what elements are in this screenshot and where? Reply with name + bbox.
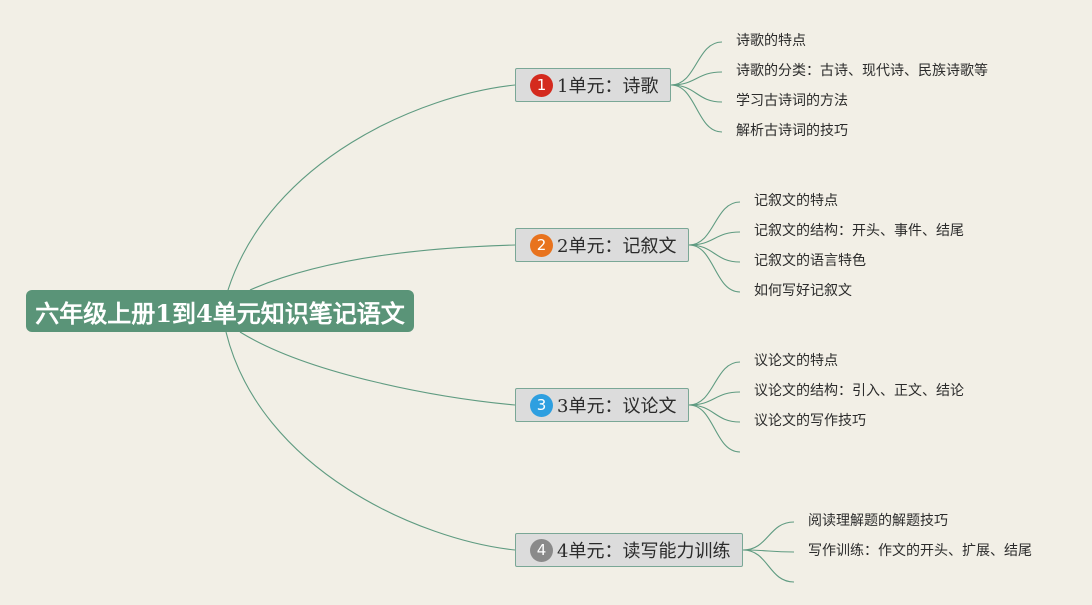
connector-unit-1-leaf-3 [670, 84, 723, 103]
connector-root-unit-2 [249, 244, 516, 291]
connector-unit-2-leaf-3 [688, 244, 741, 263]
branch-unit-3[interactable]: 3 3单元：议论文 [515, 388, 689, 422]
leaf-topic[interactable]: 记叙文的语言特色 [754, 253, 866, 269]
connector-unit-1-leaf-1 [670, 41, 723, 86]
connector-unit-2-leaf-2 [688, 231, 741, 246]
branch-unit-4[interactable]: 4 4单元：读写能力训练 [515, 533, 743, 567]
leaf-topic[interactable]: 阅读理解题的解题技巧 [808, 513, 948, 529]
leaf-topic[interactable]: 议论文的特点 [754, 353, 838, 369]
connector-unit-3-leaf-3 [688, 404, 741, 423]
branch-label: 2单元：记叙文 [557, 236, 677, 257]
branch-unit-1[interactable]: 1 1单元：诗歌 [515, 68, 671, 102]
leaf-topic[interactable]: 诗歌的分类：古诗、现代诗、民族诗歌等 [736, 63, 988, 79]
connector-unit-3-leaf-1 [688, 361, 741, 406]
connector-unit-2-leaf-4 [688, 244, 741, 293]
leaf-topic[interactable]: 记叙文的特点 [754, 193, 838, 209]
leaf-topic[interactable]: 议论文的结构：引入、正文、结论 [754, 383, 964, 399]
leaf-topic[interactable]: 学习古诗词的方法 [736, 93, 848, 109]
leaf-topic[interactable]: 诗歌的特点 [736, 33, 806, 49]
connector-unit-1-leaf-2 [670, 71, 723, 86]
number-badge-1: 1 [530, 73, 553, 97]
branch-label: 1单元：诗歌 [557, 76, 659, 97]
leaf-topic[interactable]: 议论文的写作技巧 [754, 413, 866, 429]
branch-unit-2[interactable]: 2 2单元：记叙文 [515, 228, 689, 262]
connector-root-unit-4 [225, 331, 516, 551]
branch-label: 4单元：读写能力训练 [557, 541, 731, 562]
connector-unit-3-leaf-2 [688, 391, 741, 406]
leaf-topic[interactable]: 记叙文的结构：开头、事件、结尾 [754, 223, 964, 239]
leaf-topic[interactable]: 如何写好记叙文 [754, 283, 852, 299]
connector-unit-4-leaf-1 [742, 521, 795, 551]
leaf-topic[interactable]: 写作训练：作文的开头、扩展、结尾 [808, 543, 1032, 559]
number-badge-2: 2 [530, 233, 553, 257]
connector-unit-3-leaf-4 [688, 404, 741, 453]
connector-root-unit-3 [239, 331, 516, 406]
number-badge-4: 4 [530, 538, 553, 562]
connector-unit-1-leaf-4 [670, 84, 723, 133]
leaf-topic[interactable]: 解析古诗词的技巧 [736, 123, 848, 139]
root-topic[interactable]: 六年级上册1到4单元知识笔记语文 [26, 290, 414, 332]
connector-unit-4-leaf-3 [742, 549, 795, 583]
connector-root-unit-1 [227, 84, 516, 291]
branch-label: 3单元：议论文 [557, 396, 677, 417]
connector-unit-2-leaf-1 [688, 201, 741, 246]
number-badge-3: 3 [530, 393, 553, 417]
